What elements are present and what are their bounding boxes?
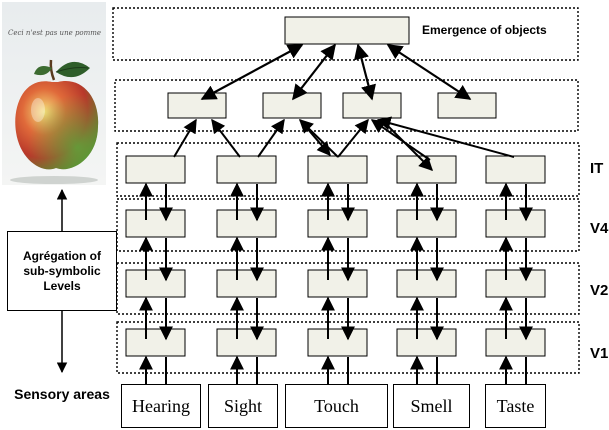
- v2-box-taste: [485, 269, 546, 298]
- level-v2: V2: [590, 282, 609, 299]
- aggregation-label: Agrégation of sub-symbolic Levels: [7, 231, 117, 311]
- sensory-areas-label: Sensory areas: [14, 386, 110, 402]
- object-arrows: [200, 43, 472, 101]
- it-box-hearing: [125, 155, 186, 184]
- object-box: [284, 16, 410, 45]
- v4-box-smell: [396, 209, 457, 238]
- sense-smell: Smell: [393, 384, 470, 428]
- level-v4: V4: [590, 220, 609, 237]
- v1-box-taste: [485, 328, 546, 357]
- level-it: IT: [590, 160, 604, 177]
- v4-box-taste: [485, 209, 546, 238]
- it-box-taste: [485, 155, 546, 184]
- it-box-smell: [396, 155, 457, 184]
- v1-box-smell: [396, 328, 457, 357]
- v1-box-touch: [307, 328, 368, 357]
- v2-box-hearing: [125, 269, 186, 298]
- v4-box-sight: [216, 209, 277, 238]
- concept-box: [167, 92, 227, 119]
- concept-box: [262, 92, 322, 119]
- v2-box-touch: [307, 269, 368, 298]
- apple-painting: Ceci n'est pas une pomme: [2, 2, 106, 185]
- v1-box-hearing: [125, 328, 186, 357]
- it-to-concept-arrows: [173, 116, 515, 171]
- it-box-touch: [307, 155, 368, 184]
- sense-hearing: Hearing: [121, 384, 201, 428]
- painting-inscription: Ceci n'est pas une pomme: [8, 29, 101, 37]
- emergence-label: Emergence of objects: [422, 23, 547, 37]
- sense-touch: Touch: [285, 384, 388, 428]
- v4-box-touch: [307, 209, 368, 238]
- v2-box-smell: [396, 269, 457, 298]
- v1-box-sight: [216, 328, 277, 357]
- sense-taste: Taste: [485, 384, 546, 428]
- frame-concepts: [114, 79, 579, 132]
- v2-box-sight: [216, 269, 277, 298]
- layer-frames: [112, 7, 580, 374]
- level-v1: V1: [590, 345, 609, 362]
- frame-objects: [112, 7, 579, 61]
- v4-box-hearing: [125, 209, 186, 238]
- sense-sight: Sight: [208, 384, 278, 428]
- it-box-sight: [216, 155, 277, 184]
